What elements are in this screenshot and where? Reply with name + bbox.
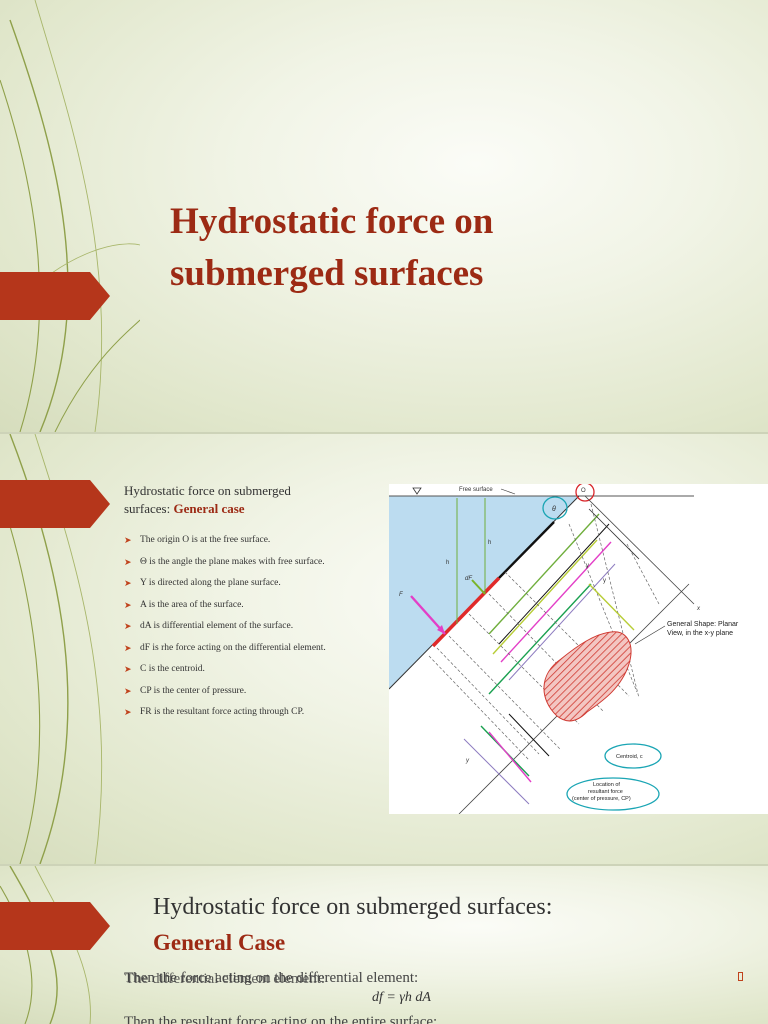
list-item: ➤ dF is rhe force acting on the different… [124, 638, 386, 660]
fr-label: F [399, 592, 403, 598]
list-item: ➤ The origin O is at the free surface. [124, 530, 386, 552]
slide-3-subtitle: General Case [153, 930, 286, 955]
slide-2-heading: Hydrostatic force on submerged surfaces:… [124, 482, 374, 518]
arrow-bullet-icon: ➤ [124, 664, 132, 674]
list-item: ➤ C is the centroid. [124, 659, 386, 681]
arrow-bullet-icon: ➤ [124, 621, 132, 631]
list-item-text: CP is the center of pressure. [140, 685, 247, 696]
list-item-text: dA is differential element of the surfac… [140, 621, 294, 631]
diagram-svg: Free surface O θ h h dF F [388, 482, 739, 815]
slide-3-title: Hydrostatic force on submerged surfaces: [153, 894, 553, 920]
overlapping-text-b: The differential element element: [125, 971, 326, 987]
list-item-text: The origin O is at the free surface. [140, 535, 271, 545]
resultant-force-text: Then the resultant force acting on the e… [124, 1014, 438, 1024]
heading-accent: General case [173, 501, 245, 516]
angle-highlight [542, 496, 568, 520]
hc-label: h [446, 560, 449, 566]
yr-label: y [603, 578, 606, 584]
yc-label: y [586, 563, 589, 569]
list-item-text: dF is rhe force acting on the differenti… [140, 642, 326, 653]
accent-tab [0, 902, 110, 950]
accent-tab [0, 272, 110, 320]
df-arrow [471, 579, 486, 595]
arrow-bullet-icon: ➤ [124, 578, 132, 588]
origin-label: O [581, 488, 586, 494]
df-label: dF [465, 576, 472, 582]
arrow-bullet-icon: ➤ [124, 642, 132, 653]
general-shape-label-1: General Shape: Planar [667, 621, 739, 628]
list-item: ➤ dA is differential element of the surfa… [124, 616, 386, 638]
plate-top [498, 521, 555, 579]
x-axis [584, 495, 695, 605]
list-item-text: Θ is the angle the plane makes with free… [140, 556, 325, 567]
slide-1: Hydrostatic force on submerged surfaces [0, 0, 768, 432]
theta-label: θ [552, 506, 556, 513]
location-label-1: Location of [593, 782, 620, 788]
heading-line-1: Hydrostatic force on submerged [124, 483, 291, 498]
list-item-text: Y is directed along the plane surface. [140, 578, 281, 588]
cp-highlight [566, 777, 660, 811]
arrow-bullet-icon: ➤ [124, 685, 132, 696]
list-item: ➤ Y is directed along the plane surface. [124, 573, 386, 595]
heading-line-2: surfaces: [124, 501, 174, 516]
arrow-bullet-icon: ➤ [124, 707, 132, 717]
arrow-bullet-icon: ➤ [124, 535, 132, 545]
y-axis-label: y [465, 758, 470, 764]
location-label-3: (center of pressure, CP) [572, 796, 631, 802]
decorative-curves [0, 0, 140, 432]
arrow-bullet-icon: ➤ [124, 599, 132, 610]
list-item: ➤ A is the area of the surface. [124, 595, 386, 617]
slide-separator [0, 864, 768, 866]
location-label-2: resultant force [588, 789, 623, 795]
arrow-bullet-icon: ➤ [124, 556, 132, 567]
slide-2: Hydrostatic force on submerged surfaces:… [0, 434, 768, 864]
list-item-text: FR is the resultant force acting through… [140, 707, 305, 717]
slide-1-title: Hydrostatic force on submerged surfaces [170, 196, 730, 300]
centroid-label: Centroid, c [616, 754, 643, 760]
planar-shape [543, 631, 632, 722]
slide-separator [0, 432, 768, 434]
free-surface-label: Free surface [459, 487, 493, 493]
centroid-highlight [604, 743, 662, 769]
title-line-2: submerged surfaces [170, 253, 484, 294]
water-level-icon [412, 487, 422, 495]
x-axis-label: x [696, 606, 701, 612]
definition-list: ➤ The origin O is at the free surface. ➤ Θ… [124, 530, 386, 724]
general-shape-label-2: View, in the x-y plane [667, 630, 733, 637]
list-item-text: C is the centroid. [140, 664, 205, 674]
list-item: ➤ FR is the resultant force acting throug… [124, 702, 386, 724]
slide-marker-icon [738, 972, 743, 981]
title-line-1: Hydrostatic force on [170, 201, 494, 242]
overlapping-text-a: Then the force acting on the differentia… [124, 970, 419, 986]
list-item-text: A is the area of the surface. [140, 599, 244, 610]
list-item: ➤ Θ is the angle the plane makes with fre… [124, 552, 386, 574]
slide-3: Hydrostatic force on submerged surfaces:… [0, 866, 768, 1024]
hydrostatic-diagram: Free surface O θ h h dF F [388, 482, 768, 815]
force-equation: df = γh dA [372, 990, 431, 1005]
list-item: ➤ CP is the center of pressure. [124, 681, 386, 703]
accent-tab [0, 480, 110, 528]
h-label: h [488, 540, 491, 546]
